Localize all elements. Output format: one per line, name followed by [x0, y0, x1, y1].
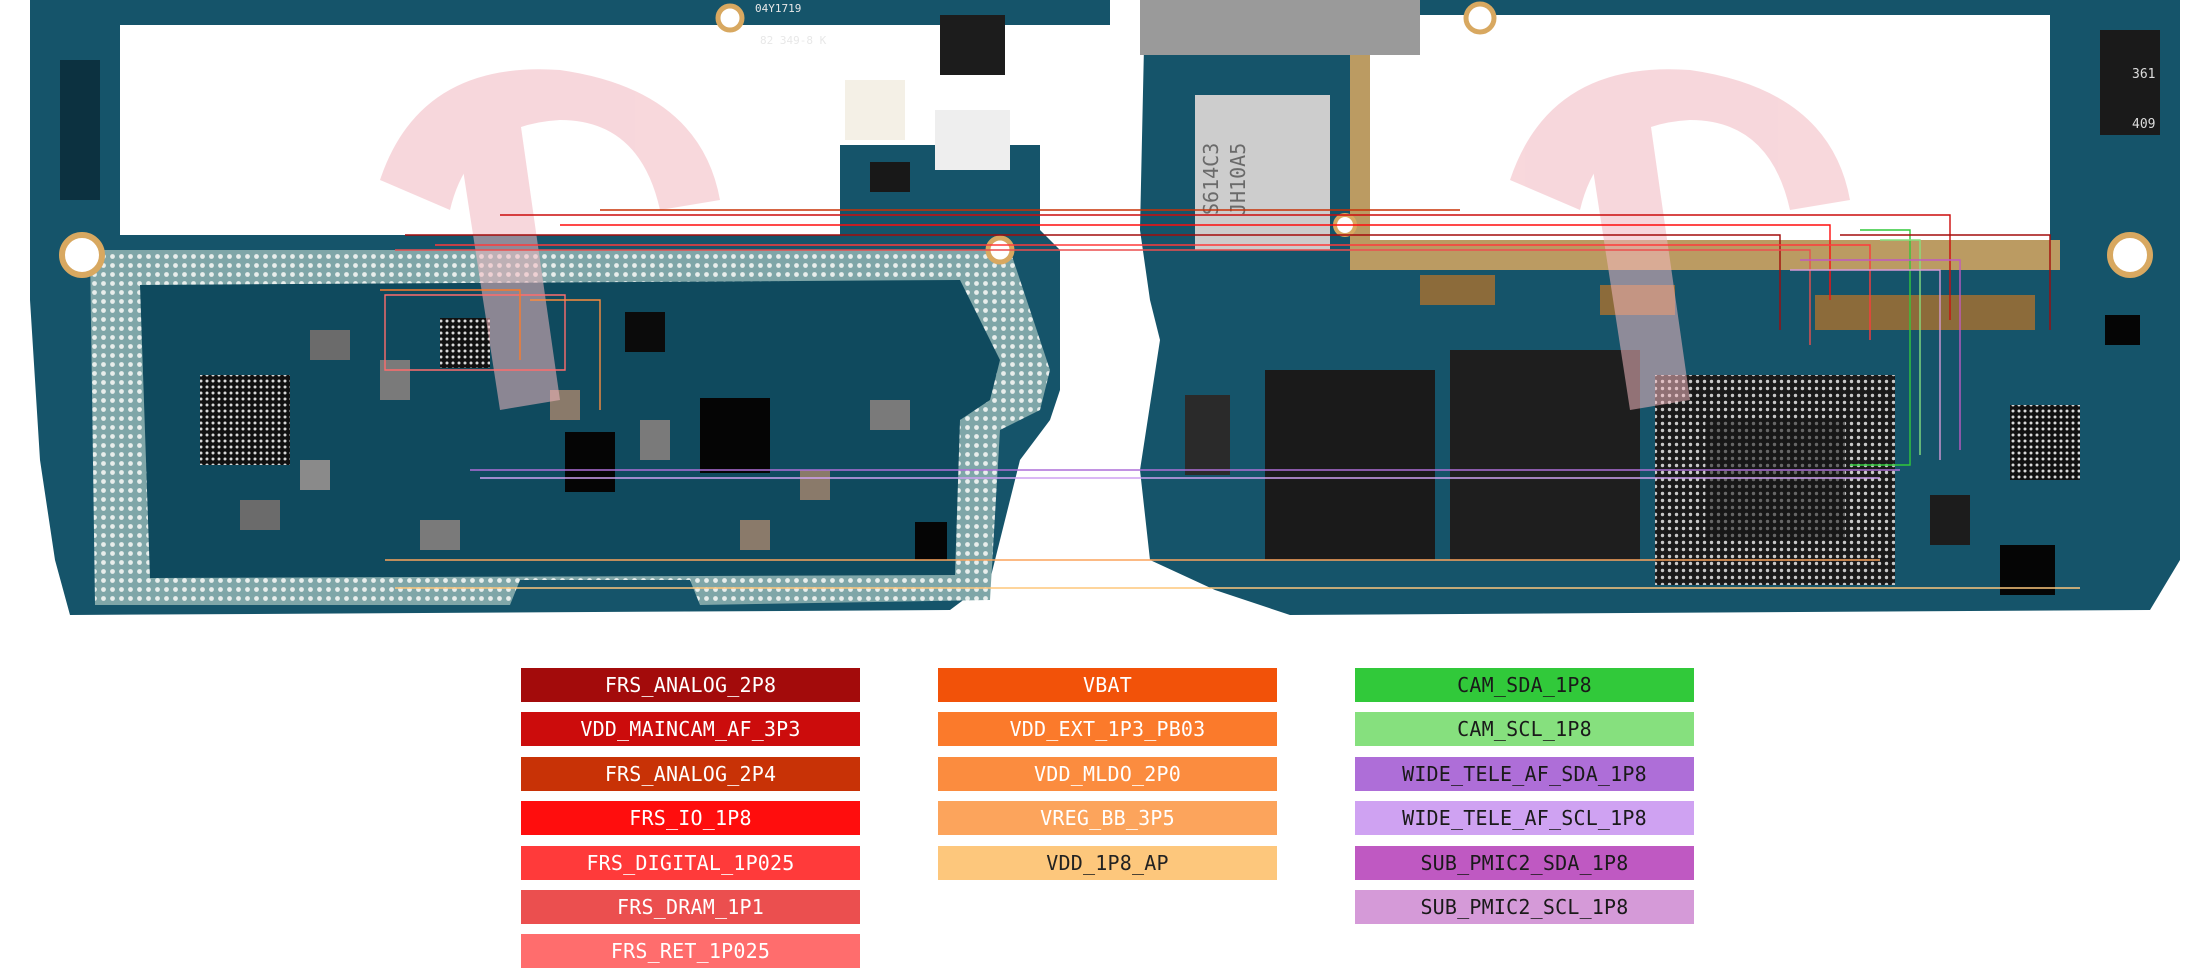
legend-item: FRS_RET_1P025	[521, 934, 860, 969]
watermark-logo	[380, 69, 1850, 410]
legend-item: SUB_PMIC2_SCL_1P8	[1355, 889, 1694, 924]
left-components	[59, 3, 1015, 560]
legend-item: VBAT	[938, 668, 1277, 702]
chip-mark-1: S614C3	[1199, 143, 1223, 215]
right-components	[1140, 0, 2160, 595]
left-shield-inner	[140, 280, 1000, 578]
trace-overlay	[380, 209, 2080, 589]
right-cutout-fill	[1370, 15, 2050, 240]
legend-item: VDD_EXT_1P3_PB03	[938, 712, 1277, 747]
component-mark-1: 361	[2132, 67, 2155, 82]
legend-item: FRS_IO_1P8	[521, 801, 860, 836]
legend-item: FRS_ANALOG_2P4	[521, 756, 860, 791]
legend-item: WIDE_TELE_AF_SCL_1P8	[1355, 801, 1694, 836]
legend-item: WIDE_TELE_AF_SDA_1P8	[1355, 756, 1694, 791]
legend-column-3: CAM_SDA_1P8 CAM_SCL_1P8 WIDE_TELE_AF_SDA…	[1355, 668, 1694, 934]
component-mark-2: 409	[2132, 117, 2155, 132]
legend-column-1: FRS_ANALOG_2P8 VDD_MAINCAM_AF_3P3 FRS_AN…	[521, 668, 860, 979]
legend-item: SUB_PMIC2_SDA_1P8	[1355, 845, 1694, 880]
legend-item: VDD_1P8_AP	[938, 845, 1277, 880]
legend-item: FRS_DIGITAL_1P025	[521, 845, 860, 880]
left-top-mark-2: 82 349-8 K	[760, 34, 827, 47]
legend-item: VDD_MLDO_2P0	[938, 756, 1277, 791]
legend-item: FRS_DRAM_1P1	[521, 889, 860, 924]
legend-item: VREG_BB_3P5	[938, 801, 1277, 836]
legend-item: CAM_SDA_1P8	[1355, 668, 1694, 702]
right-gold-trim	[1350, 10, 2060, 270]
legend-item: VDD_MAINCAM_AF_3P3	[521, 712, 860, 747]
legend-item: CAM_SCL_1P8	[1355, 712, 1694, 747]
legend-item: FRS_ANALOG_2P8	[521, 668, 860, 702]
pcb-board-photo: 04Y1719 82 349-8 K	[30, 0, 2180, 615]
legend-column-2: VBAT VDD_EXT_1P3_PB03 VDD_MLDO_2P0 VREG_…	[938, 668, 1277, 890]
left-top-mark: 04Y1719	[755, 2, 801, 15]
left-board: 04Y1719 82 349-8 K	[30, 0, 1110, 615]
chip-mark-2: JH10A5	[1226, 143, 1250, 215]
